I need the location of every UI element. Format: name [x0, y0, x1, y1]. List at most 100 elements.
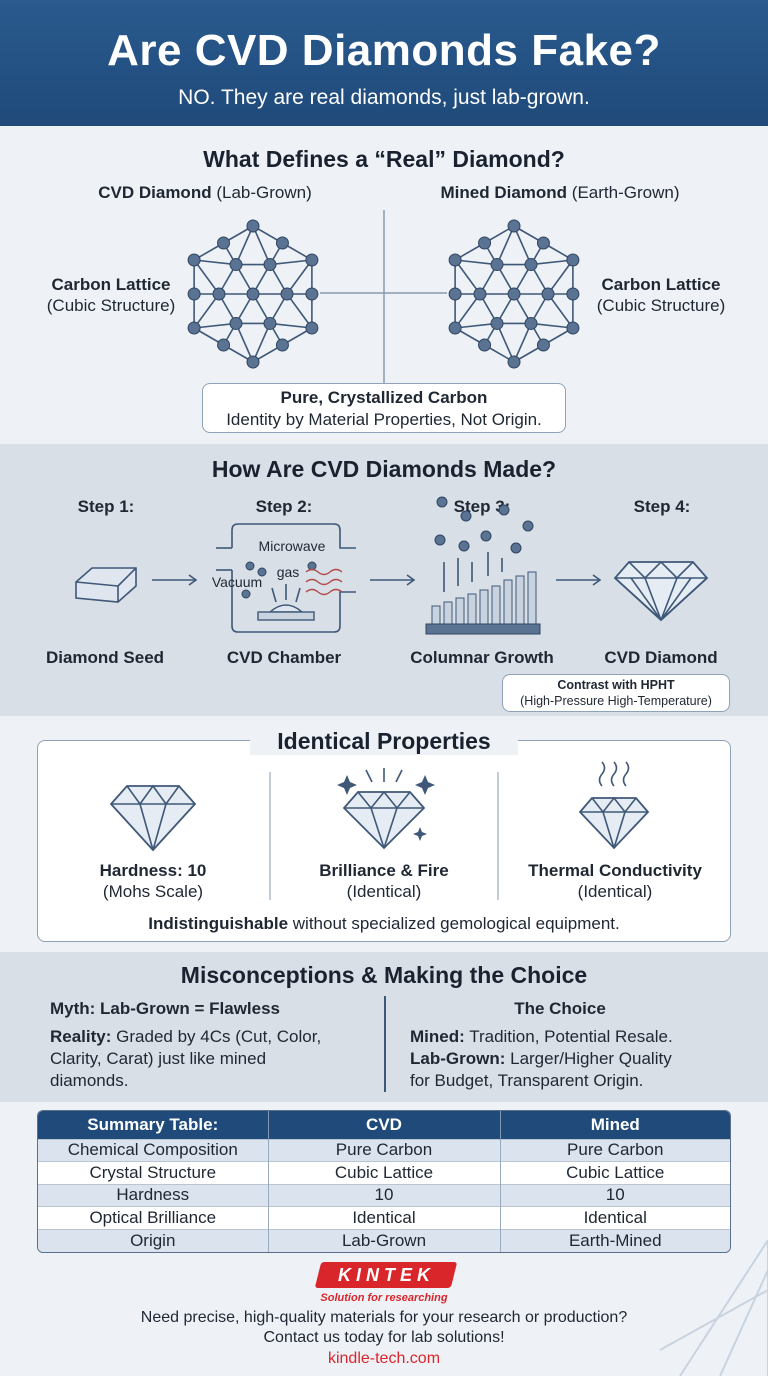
arrow-right-icon	[370, 574, 416, 586]
columnar-growth-icon	[425, 496, 541, 635]
step-4-label: Step 4:	[633, 497, 691, 516]
microwave-label: Microwave	[258, 538, 326, 554]
summary-table: Summary Table: CVD Mined Chemical Compos…	[37, 1110, 731, 1253]
carbon-atom	[229, 316, 243, 330]
lattice-bond	[193, 293, 220, 329]
lattice-bond	[269, 322, 312, 329]
props-note: Indistinguishable without specialized ge…	[148, 914, 620, 933]
lattice-bond	[235, 323, 254, 363]
table-row: Chemical Composition Pure Carbon Pure Ca…	[38, 1138, 730, 1162]
cvd-heading: CVD Diamond (Lab-Grown)	[98, 183, 312, 202]
made-title: How Are CVD Diamonds Made?	[211, 456, 557, 482]
table-cell: 10	[268, 1183, 501, 1207]
props-title: Identical Properties	[250, 728, 518, 755]
divider	[384, 996, 386, 1092]
carbon-atom	[263, 316, 277, 330]
arrow-right-icon	[152, 574, 198, 586]
reality-text: Reality: Graded by 4Cs (Cut, Color, Clar…	[50, 1027, 322, 1090]
carbon-atom	[507, 219, 521, 233]
table-cell: Identical	[500, 1206, 730, 1229]
carbon-atom	[507, 287, 521, 301]
lattice-bond	[530, 322, 573, 329]
carbon-atom	[524, 258, 538, 272]
carbon-atom	[280, 287, 294, 301]
table-header: Summary Table:	[38, 1111, 269, 1139]
table-cell: Lab-Grown	[268, 1228, 501, 1252]
table-cell: Pure Carbon	[268, 1138, 501, 1162]
lattice-bond	[286, 259, 313, 295]
lattice-bond	[513, 323, 532, 363]
prop-hardness: Hardness: 10(Mohs Scale)	[99, 861, 207, 901]
table-row: Origin Lab-Grown Earth-Mined	[38, 1228, 730, 1252]
table-cell: Hardness	[38, 1183, 269, 1207]
prop-thermal: Thermal Conductivity(Identical)	[528, 861, 702, 901]
carbon-atom	[478, 236, 492, 250]
page-title: Are CVD Diamonds Fake?	[107, 26, 661, 75]
carbon-atom	[187, 321, 201, 335]
gas-label: gas	[276, 564, 300, 580]
table-header-row: Summary Table: CVD Mined	[38, 1111, 730, 1139]
carbon-atom	[246, 287, 260, 301]
table-cell: Origin	[38, 1228, 269, 1252]
table-cell: 10	[500, 1183, 730, 1207]
carbon-atom	[305, 321, 319, 335]
lattice-bond	[455, 322, 498, 329]
carbon-atom	[490, 316, 504, 330]
kintek-logo[interactable]: KINTEK	[314, 1262, 458, 1288]
lattice-bond	[194, 322, 237, 329]
lattice-bond	[547, 293, 574, 329]
lattice-bond	[194, 259, 237, 266]
lattice-bond	[252, 323, 271, 363]
table-cell: Cubic Lattice	[268, 1161, 501, 1184]
decorative-rays-icon	[659, 1239, 768, 1376]
carbon-atom	[187, 287, 201, 301]
carbon-atom	[536, 338, 550, 352]
process-diagram	[75, 496, 709, 635]
myths-title: Misconceptions & Making the Choice	[180, 962, 588, 988]
props-section: Identical Properties Hardness: 10(Mohs S…	[0, 716, 768, 952]
page-header: Are CVD Diamonds Fake? NO. They are real…	[0, 0, 768, 126]
carbon-atom	[305, 253, 319, 267]
table-cell: Pure Carbon	[500, 1138, 730, 1162]
lattice-right-label: Carbon Lattice(Cubic Structure)	[596, 275, 726, 315]
vacuum-label: Vacuum	[211, 574, 263, 590]
footer-line-2: Contact us today for lab solutions!	[263, 1329, 505, 1346]
table-cell: Optical Brilliance	[38, 1206, 269, 1229]
arrow-right-icon	[556, 574, 602, 586]
carbon-atom	[566, 253, 580, 267]
define-section: What Defines a “Real” Diamond? CVD Diamo…	[0, 126, 768, 444]
lattice-bond	[252, 225, 271, 265]
define-title: What Defines a “Real” Diamond?	[203, 146, 565, 172]
carbon-atom	[275, 338, 289, 352]
page-subtitle: NO. They are real diamonds, just lab-gro…	[178, 86, 590, 109]
step-2-caption: CVD Chamber	[226, 648, 342, 667]
lattice-bond	[513, 225, 532, 265]
cvd-diamond-icon	[613, 560, 709, 622]
carbon-atom	[507, 355, 521, 369]
carbon-atom	[263, 258, 277, 272]
heat-diamond-icon	[578, 761, 650, 850]
table-cell: Identical	[268, 1206, 501, 1229]
step-1-label: Step 1:	[77, 497, 135, 516]
table-header: Mined	[500, 1111, 730, 1139]
lattice-left-label: Carbon Lattice(Cubic Structure)	[46, 275, 176, 315]
carbon-atom	[566, 287, 580, 301]
cvd-chamber-icon	[216, 523, 356, 633]
table-cell: Cubic Lattice	[500, 1161, 730, 1184]
carbon-atom	[448, 253, 462, 267]
table-row: Hardness 10 10	[38, 1183, 730, 1207]
website-link[interactable]: kindle-tech.com	[327, 1350, 441, 1367]
lattice-bond	[530, 259, 573, 266]
table-header: CVD	[268, 1111, 501, 1139]
step-3-caption: Columnar Growth	[410, 648, 554, 667]
diamond-seed-icon	[75, 567, 137, 603]
lattice-bond	[269, 259, 312, 266]
logo-tagline: Solution for researching	[320, 1292, 448, 1304]
hpht-box: Contrast with HPHT (High-Pressure High-T…	[502, 674, 730, 712]
carbon-atom	[187, 253, 201, 267]
carbon-lattice-icon	[187, 219, 319, 369]
carbon-atom	[217, 236, 231, 250]
carbon-atom	[246, 219, 260, 233]
lattice-bond	[496, 225, 515, 265]
table-cell: Chemical Composition	[38, 1138, 269, 1162]
